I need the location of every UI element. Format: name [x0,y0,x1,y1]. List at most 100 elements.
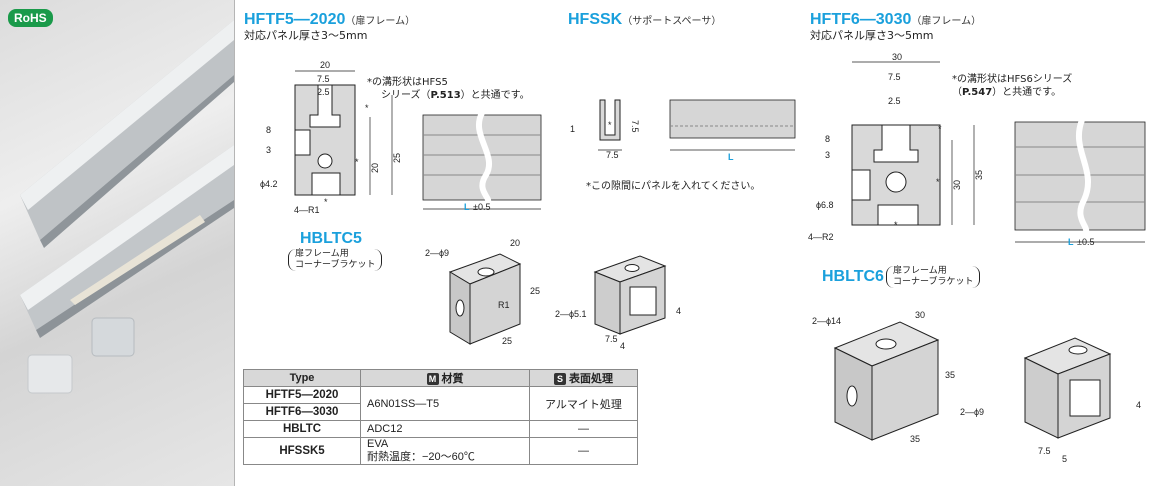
cell-material-1: EVA [367,438,389,450]
hftf6-heading: HFTF6—3030（扉フレーム） [810,9,981,29]
hftf5-profile [294,84,356,196]
surface-mark: S [554,373,566,385]
hftf6-paren: （扉フレーム） [911,16,982,27]
hftf6-note-2: （P.547）と共通です。 [952,87,1061,99]
hftf5-paren: （扉フレーム） [345,16,416,27]
hftf5-dim-20: 20 [320,60,330,70]
hftf6-dim-7.5: 7.5 [888,72,901,82]
hftf6-star-1: * [936,177,940,187]
hftf5-dim-2.5: 2.5 [317,87,330,97]
cell-type: HFSSK5 [243,437,361,465]
hfssk-star: * [608,120,612,130]
hbltc5-dim-7.5: 7.5 [605,334,618,344]
hftf5-dim-8: 8 [266,125,271,135]
hftf6-tol: ±0.5 [1077,237,1094,247]
hftf5-tol: ±0.5 [473,202,490,212]
cell-type: HBLTC [243,420,361,438]
hbltc5-dim-phi9: 2—ϕ9 [425,248,449,258]
hbltc6-title: HBLTC6 [822,268,884,285]
cell-material-2: 耐熱温度：−20～60℃ [367,451,475,463]
hbltc6-drawing: 2—ϕ14 30 35 35 2—ϕ9 4 7.5 5 [812,310,1141,464]
hftf6-drawing: 30 7.5 2.5 8 3 30 35 ϕ6.8 4—R2 * * * L ±… [808,52,1146,247]
hbltc6-block [833,321,940,441]
hbltc5-desc-1: 扉フレーム用 [295,249,349,259]
hftf6-title: HFTF6—3030 [810,11,912,28]
hbltc6-desc-1: 扉フレーム用 [893,266,947,276]
hftf5-dim-r1: 4—R1 [294,205,320,215]
hfssk-len: L [728,152,734,162]
hftf6-page-ref: P.547 [962,87,993,98]
hbltc5-block-open [593,255,667,335]
hftf5-side-view [422,111,542,210]
cell-material: ADC12 [360,420,530,438]
hbltc6-dim-phi14: 2—ϕ14 [812,316,841,326]
hbltc5-dim-4b: 4 [620,341,625,351]
hftf6-note-2a: （ [952,87,962,98]
cell-material: A6N01SS—T5 [360,386,530,421]
hftf5-star-1: * [355,157,359,167]
hbltc6-dim-30: 30 [915,310,925,320]
hbltc5-drawing: 2—ϕ9 20 25 25 R1 2—ϕ5.1 4 4 7.5 [425,238,681,351]
table-row: HFTF5—2020 HFTF6—3030 A6N01SS—T5 アルマイト処理 [243,386,638,421]
hftf5-dim-25: 25 [392,153,402,163]
hbltc6-dim-35b: 35 [910,434,920,444]
cell-type-hftf6: HFTF6—3030 [265,406,339,418]
hbltc6-dim-5: 5 [1062,454,1067,464]
product-photo-illustration [20,20,234,394]
hbltc5-title: HBLTC5 [300,230,362,247]
divider [234,0,235,486]
hftf5-drawing: 20 7.5 2.5 3 8 20 25 ϕ4.2 4—R1 * * * L ±… [260,60,542,215]
hftf6-side-view [1014,118,1146,243]
col-material-label: 材質 [441,373,464,385]
rohs-badge: RoHS [8,9,53,27]
hfssk-dim-w: 7.5 [606,150,619,160]
hftf5-star-3: * [365,103,369,113]
hftf6-dim-phi: ϕ6.8 [816,200,834,210]
hftf5-dim-7.5: 7.5 [317,74,330,84]
hftf6-note-2c: ）と共通です。 [992,87,1062,98]
hbltc5-block [448,253,522,345]
hbltc6-dim-35a: 35 [945,370,955,380]
hftf5-dim-20v: 20 [370,163,380,173]
hbltc5-dim-phi5.1: 2—ϕ5.1 [555,309,587,319]
hfssk-title: HFSSK [568,11,623,28]
col-type: Type [243,369,361,387]
hfssk-dim-t: 1 [570,124,575,134]
hbltc6-block-open [1023,337,1112,439]
hftf6-dim-2.5: 2.5 [888,96,901,106]
hbltc6-dim-4: 4 [1136,400,1141,410]
hftf6-star-2: * [894,220,898,230]
hftf5-note-1: *の溝形状はHFS5 [367,77,448,88]
hbltc6-dim-phi9: 2—ϕ9 [960,407,984,417]
hftf6-subtitle: 対応パネル厚さ3～5mm [810,29,934,42]
col-surface-label: 表面処理 [569,373,613,385]
hfssk-note: *この隙間にパネルを入れてください。 [586,181,761,192]
hftf6-dim-30v: 30 [952,180,962,190]
hbltc5-desc-2: コーナーブラケット [295,260,376,270]
hbltc6-desc-2: コーナーブラケット [893,277,974,287]
hftf5-dim-phi: ϕ4.2 [260,179,278,189]
hftf6-dim-8: 8 [825,134,830,144]
hfssk-paren: （サポートスペーサ） [622,16,722,27]
hbltc5-dim-25a: 25 [530,286,540,296]
hbltc5-dim-4a: 4 [676,306,681,316]
hftf6-star-3: * [938,124,942,134]
hftf6-dim-3: 3 [825,150,830,160]
cell-type-hftf5: HFTF5—2020 [244,387,360,404]
product-photo [0,0,234,486]
material-mark: M [426,373,439,385]
hftf5-len: L [464,202,470,212]
cell-surface: — [529,420,638,438]
cell-type: HFTF5—2020 HFTF6—3030 [243,386,361,421]
hftf6-len: L [1068,237,1074,247]
hftf5-subtitle: 対応パネル厚さ3～5mm [244,29,368,42]
hftf5-note-2c: ）と共通です。 [460,90,530,101]
hfssk-drawing: * 7.5 7.5 1 L [570,99,796,162]
hftf5-note-2a: シリーズ（ [381,90,431,101]
hbltc5-dim-r1: R1 [498,300,510,310]
hftf6-dim-r2: 4—R2 [808,232,834,242]
hftf5-star-2: * [324,197,328,207]
